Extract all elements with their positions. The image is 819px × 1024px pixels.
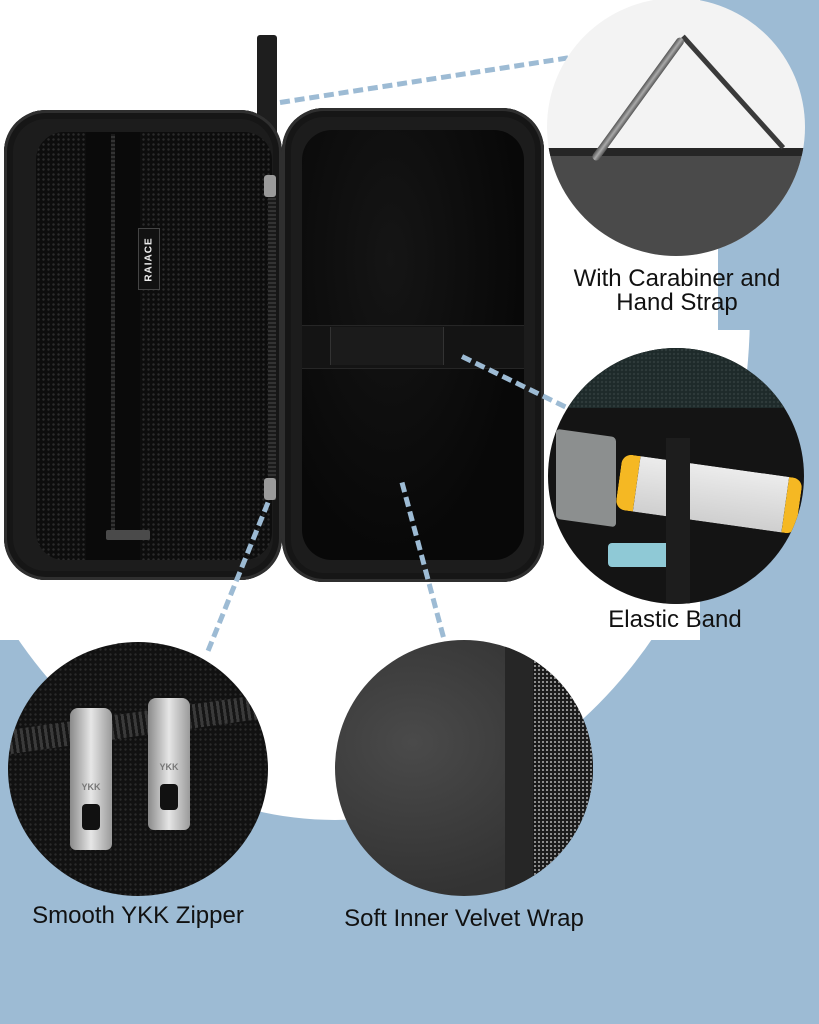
callout-zipper-image: YKK YKK (8, 642, 268, 896)
callout-elastic-label: Elastic Band (608, 606, 742, 633)
label-line-2: Hand Strap (616, 289, 738, 316)
carabiner-clip (590, 36, 686, 163)
zipper-teeth (8, 694, 268, 754)
callout-elastic-image (548, 348, 804, 604)
zipper-pull-top (264, 175, 276, 197)
spacer-tube (614, 453, 804, 535)
callout-velvet-image (335, 640, 593, 896)
velvet-mesh-edge (533, 640, 593, 896)
main-zipper (268, 190, 276, 500)
elastic-band-stitch (330, 327, 444, 365)
label-line-1: With Carabiner and (573, 265, 781, 292)
callout-carabiner-image (547, 0, 805, 256)
elastic-band-vertical (666, 438, 690, 604)
brand-tag: RAIACE (138, 228, 160, 290)
zipper-pull-2-text: YKK (159, 762, 179, 772)
carabiner-strap-right (681, 34, 786, 150)
zipper-pull-1: YKK (70, 708, 112, 850)
zipper-pull-2: YKK (148, 698, 190, 830)
callout-zipper-label: Smooth YKK Zipper (32, 902, 244, 929)
case-top-fabric (547, 148, 805, 256)
brand-tag-text: RAIACE (143, 236, 155, 282)
callout-carabiner-label: With Carabiner and Hand Strap (548, 267, 806, 315)
mesh-pocket (36, 132, 272, 560)
zipper-pull-bottom (264, 478, 276, 500)
pocket-zipper-pull (106, 530, 150, 540)
spacer-mask (556, 428, 616, 528)
callout-velvet-label: Soft Inner Velvet Wrap (344, 905, 584, 932)
velvet-edge-shadow (505, 640, 535, 896)
zipper-pull-1-hole (82, 804, 100, 830)
pocket-zipper (111, 134, 115, 534)
mesh-lid (548, 348, 804, 408)
zipper-pull-2-hole (160, 784, 178, 810)
zipper-pull-1-text: YKK (81, 782, 101, 792)
